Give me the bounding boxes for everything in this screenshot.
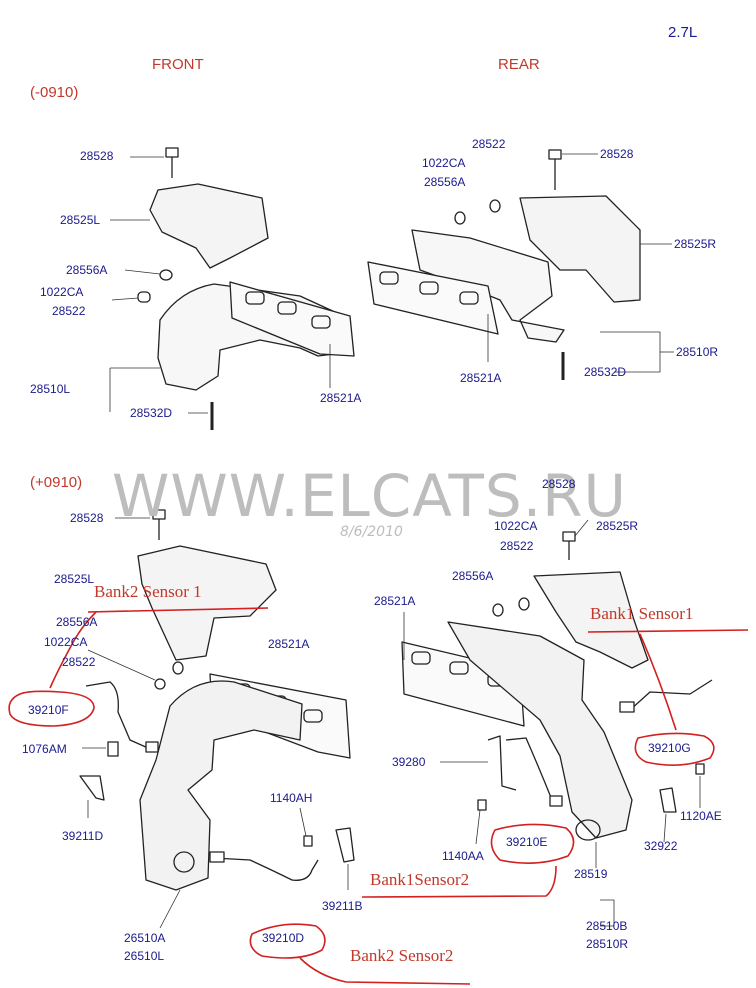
part-label: 28525R xyxy=(674,237,717,251)
part-label: 28525L xyxy=(60,213,101,227)
new-front-flange xyxy=(173,851,195,873)
part-label: 39210G xyxy=(648,741,691,755)
new-front-sensor1-wire xyxy=(85,681,149,749)
new-rear-bracket-32922 xyxy=(659,787,677,813)
old-front-washer xyxy=(137,291,151,303)
rear-heading: REAR xyxy=(498,56,540,73)
part-label: 28528 xyxy=(80,149,114,163)
old-rear-manifold-gasket xyxy=(367,261,499,335)
new-rear-sensor1-body xyxy=(619,701,635,713)
part-label: 28525L xyxy=(54,572,95,586)
part-label: 39210E xyxy=(506,835,548,849)
part-label: 28521A xyxy=(374,594,416,608)
part-label: 28522 xyxy=(500,539,534,553)
old-front-heat-shield xyxy=(149,183,269,269)
part-label: 1022CA xyxy=(40,285,84,299)
part-label: 28510L xyxy=(30,382,71,396)
part-label: 28532D xyxy=(130,406,173,420)
new-front-sensor2-wire xyxy=(213,857,319,881)
new-rear-bracket-39280 xyxy=(487,735,517,791)
part-label: 26510A xyxy=(124,931,166,945)
new-front-bracket-b xyxy=(335,827,355,863)
old-rear-heat-shield xyxy=(519,195,641,303)
part-label: 1022CA xyxy=(44,635,88,649)
annotation-bank2-sensor2: Bank2 Sensor2 xyxy=(350,946,454,965)
new-rear-flange xyxy=(575,819,601,841)
part-label: 28510B xyxy=(586,919,628,933)
part-label: 28525R xyxy=(596,519,639,533)
new-front-sensor2-body xyxy=(209,851,225,863)
new-front-plug xyxy=(107,741,119,757)
part-label: 28556A xyxy=(452,569,494,583)
part-label: 26510L xyxy=(124,949,165,963)
new-rear-heat-shield xyxy=(533,571,649,669)
part-label: 39210D xyxy=(262,931,305,945)
part-label: 39280 xyxy=(392,755,426,769)
part-label: 28510R xyxy=(676,345,719,359)
new-front-bolt-small xyxy=(303,835,313,847)
engine-label: 2.7L xyxy=(668,24,698,41)
part-label: 28528 xyxy=(600,147,634,161)
new-front-sensor1-body xyxy=(145,741,159,753)
part-label: 1140AA xyxy=(442,849,484,863)
new-rear-sensor1-wire xyxy=(629,679,713,711)
watermark-site: WWW.ELCATS.RU xyxy=(112,462,627,530)
part-label: 1140AH xyxy=(270,791,313,805)
part-label: 39211B xyxy=(322,899,363,913)
part-label: 28522 xyxy=(52,304,86,318)
part-label: 39210F xyxy=(28,703,69,717)
annotation-bank2-sensor1: Bank2 Sensor 1 xyxy=(94,582,202,601)
part-label: 28528 xyxy=(70,511,104,525)
old-rear-washer xyxy=(489,199,501,213)
part-label: 39211D xyxy=(62,829,104,843)
annotation-strokes xyxy=(8,607,749,985)
new-rear-bolt-1120 xyxy=(695,763,705,775)
new-rear-bolt xyxy=(562,531,576,560)
new-rear-catalytic-manifold xyxy=(447,621,633,839)
old-front-manifold-gasket xyxy=(229,281,355,357)
new-front-nut xyxy=(172,661,184,675)
annotation-bank1-sensor2: Bank1Sensor2 xyxy=(370,870,470,889)
part-label: 1076AM xyxy=(22,742,67,756)
part-label: 28521A xyxy=(320,391,362,405)
period-old-label: (-0910) xyxy=(30,84,79,101)
period-new-label: (+0910) xyxy=(30,474,83,491)
old-front-bolt xyxy=(165,147,179,178)
new-rear-washer xyxy=(518,597,530,611)
new-front-washer xyxy=(154,678,166,690)
part-label: 28521A xyxy=(268,637,310,651)
new-rear-sensor2-body xyxy=(549,795,563,807)
new-front-heat-shield xyxy=(137,545,277,661)
part-label: 28521A xyxy=(460,371,502,385)
new-front-bolt xyxy=(152,509,166,540)
watermark-date: 8/6/2010 xyxy=(340,524,403,540)
part-label: 28556A xyxy=(424,175,466,189)
part-label: 28532D xyxy=(584,365,627,379)
part-label: 1120AE xyxy=(680,809,722,823)
new-front-bracket-d xyxy=(79,775,105,801)
part-label: 32922 xyxy=(644,839,678,853)
part-label: 1022CA xyxy=(422,156,466,170)
old-rear-nut xyxy=(454,211,466,225)
part-label: 28519 xyxy=(574,867,608,881)
new-rear-bolt-small xyxy=(477,799,487,811)
part-label: 28556A xyxy=(66,263,108,277)
part-label: 28556A xyxy=(56,615,98,629)
annotation-bank1-sensor1: Bank1 Sensor1 xyxy=(590,604,694,623)
part-label: 1022CA xyxy=(494,519,538,533)
part-label: 28510R xyxy=(586,937,629,951)
front-heading: FRONT xyxy=(152,56,204,73)
part-label: 28522 xyxy=(472,137,506,151)
new-rear-nut xyxy=(492,603,504,617)
part-label: 28522 xyxy=(62,655,96,669)
old-front-gasket-nut xyxy=(159,269,173,281)
part-label: 28528 xyxy=(542,477,576,491)
new-front-catalytic-manifold xyxy=(139,680,303,891)
old-rear-bolt xyxy=(548,149,562,190)
new-rear-sensor2-wire xyxy=(505,737,553,801)
